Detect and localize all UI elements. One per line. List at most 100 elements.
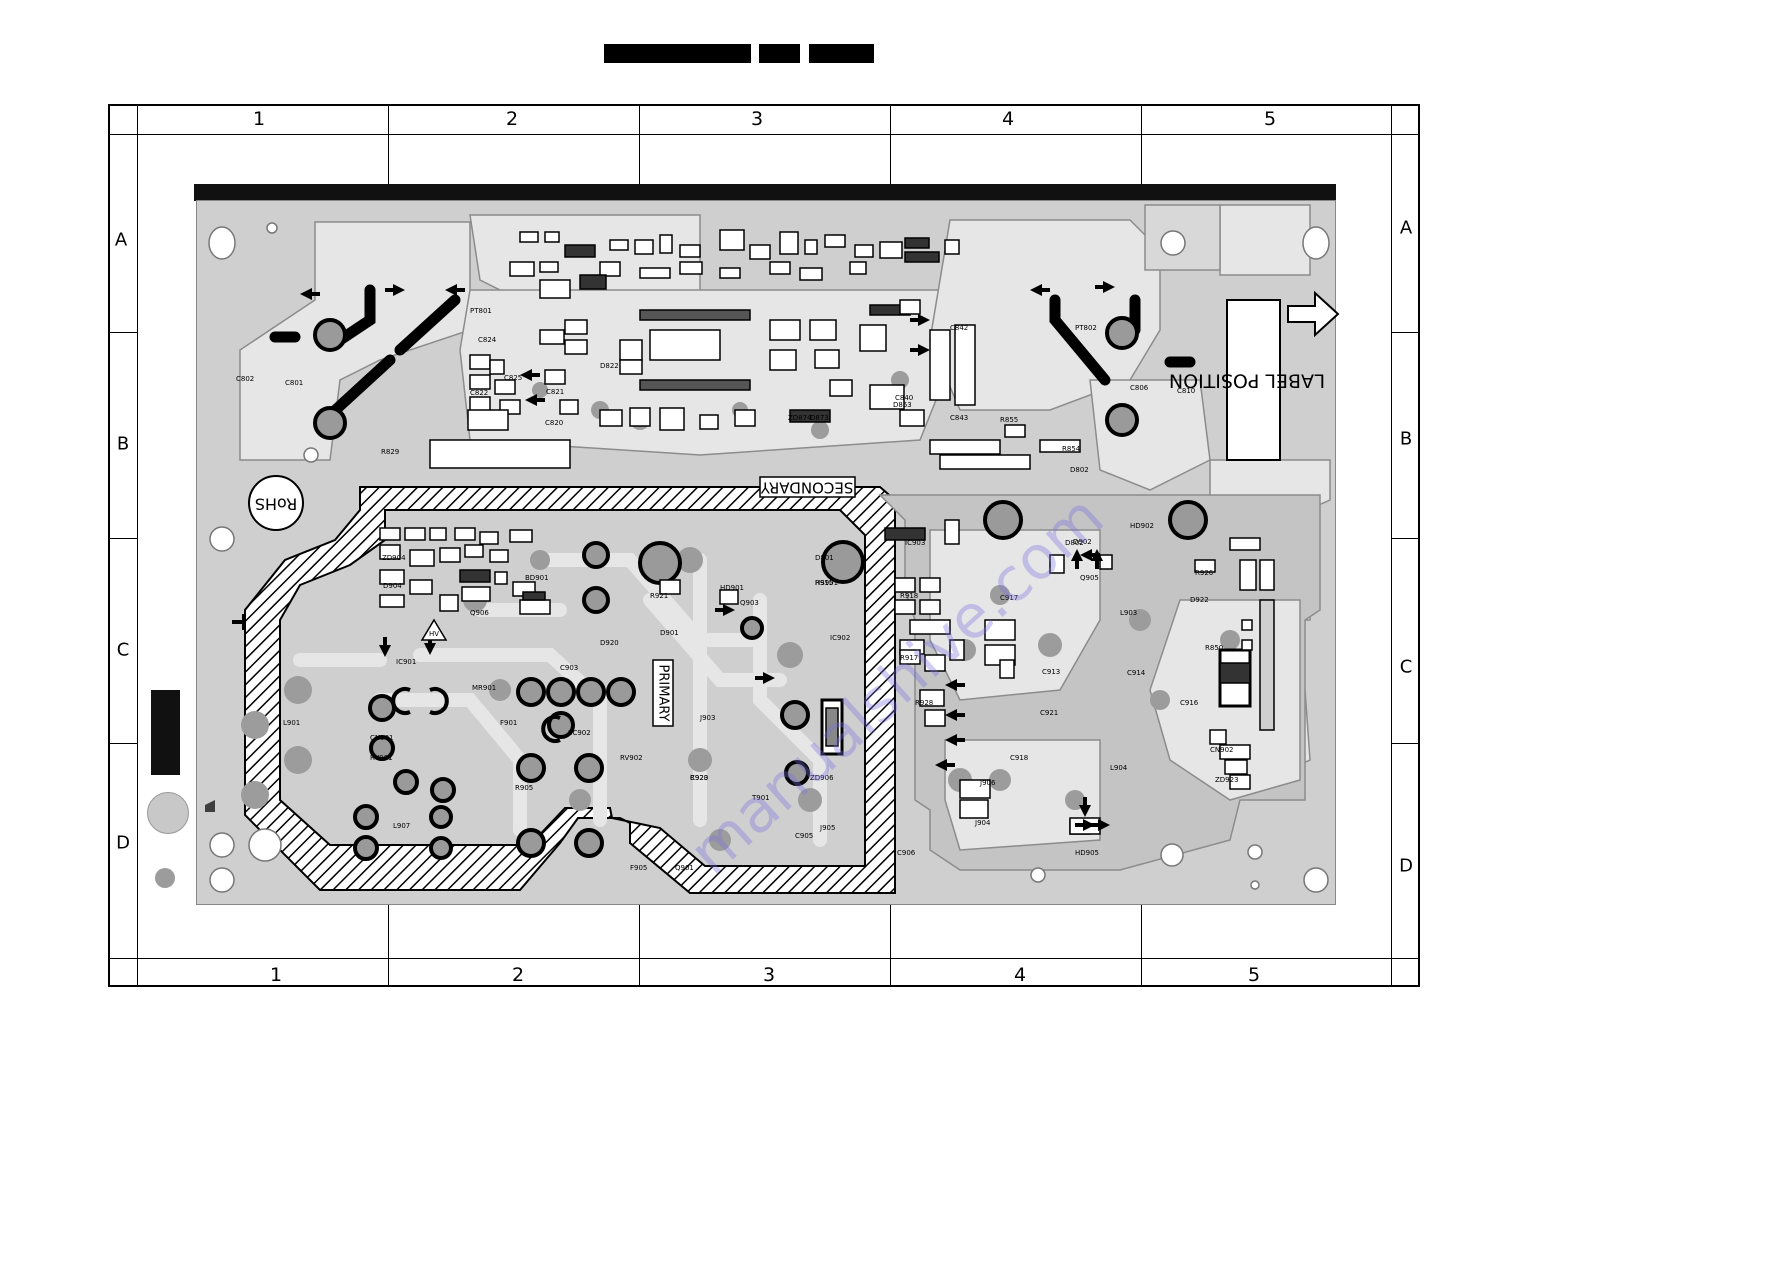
svg-text:Q903: Q903 — [740, 599, 759, 607]
svg-text:L904: L904 — [1110, 764, 1128, 772]
label-position-text: LABEL POSITION — [1169, 370, 1325, 392]
svg-text:R917: R917 — [900, 654, 918, 662]
svg-text:R915: R915 — [815, 579, 833, 587]
svg-text:HD902: HD902 — [1130, 522, 1154, 530]
col-label-top-2: 2 — [505, 108, 519, 130]
secondary-label: SECONDARY — [760, 479, 854, 497]
svg-text:J904: J904 — [974, 819, 991, 827]
side-marker-block — [151, 690, 180, 775]
svg-text:IC901: IC901 — [396, 658, 416, 666]
svg-text:IC903: IC903 — [905, 539, 925, 547]
primary-label: PRIMARY — [656, 665, 671, 722]
col-label-top-3: 3 — [750, 108, 764, 130]
component-labels: PT801 PT802 C802 C801 C806 C810 R829 C82… — [236, 307, 1239, 872]
grip-icon — [205, 800, 215, 812]
svg-text:C825: C825 — [504, 374, 522, 382]
svg-text:C906: C906 — [897, 849, 916, 857]
svg-text:C913: C913 — [1042, 668, 1060, 676]
hv-warning-icon — [420, 618, 448, 641]
svg-text:R918: R918 — [900, 592, 918, 600]
svg-text:CN902: CN902 — [1210, 746, 1234, 754]
svg-text:IC902: IC902 — [830, 634, 850, 642]
svg-text:D904: D904 — [383, 582, 402, 590]
board-top-strip — [194, 184, 1336, 201]
svg-text:Q901: Q901 — [675, 864, 694, 872]
svg-text:C801: C801 — [285, 379, 303, 387]
svg-text:C921: C921 — [1040, 709, 1058, 717]
row-label-left-C: C — [116, 639, 130, 661]
svg-text:ZD904: ZD904 — [382, 554, 406, 562]
svg-text:SC902: SC902 — [568, 729, 591, 737]
svg-text:C802: C802 — [236, 375, 254, 383]
svg-text:C806: C806 — [1130, 384, 1149, 392]
svg-text:MR901: MR901 — [472, 684, 496, 692]
svg-text:RV901: RV901 — [370, 754, 393, 762]
primary-isolation-barrier — [244, 486, 896, 894]
svg-text:RV902: RV902 — [620, 754, 643, 762]
header-block-3 — [809, 44, 874, 63]
svg-text:R905: R905 — [515, 784, 533, 792]
thick-traces — [269, 284, 1196, 421]
svg-text:C916: C916 — [1180, 699, 1199, 707]
col-label-bottom-2: 2 — [511, 964, 525, 986]
label-arrow-icon — [1287, 290, 1340, 338]
svg-text:D822: D822 — [600, 362, 619, 370]
fiducial-target-icon — [147, 792, 189, 834]
svg-text:F901: F901 — [500, 719, 517, 727]
rohs-badge — [248, 475, 304, 531]
rohs-text: RoHS — [255, 495, 297, 514]
header-block-2 — [759, 44, 800, 63]
svg-text:D902: D902 — [1073, 538, 1092, 546]
svg-text:J906: J906 — [979, 779, 996, 787]
svg-text:HS901: HS901 — [815, 579, 838, 587]
svg-text:C843: C843 — [950, 414, 968, 422]
row-label-right-B: B — [1399, 428, 1413, 450]
svg-text:PT801: PT801 — [470, 307, 492, 315]
svg-text:C840: C840 — [895, 394, 913, 402]
svg-text:T901: T901 — [751, 794, 770, 802]
svg-text:C822: C822 — [470, 389, 488, 397]
col-label-bottom-4: 4 — [1013, 964, 1027, 986]
svg-text:C810: C810 — [1177, 387, 1195, 395]
svg-text:D853: D853 — [893, 401, 912, 409]
row-label-left-B: B — [116, 433, 130, 455]
smd-components — [429, 229, 1081, 470]
svg-text:ZD874: ZD874 — [788, 414, 812, 422]
secondary-label-box — [759, 476, 856, 498]
svg-text:D920: D920 — [600, 639, 619, 647]
svg-text:R855: R855 — [1000, 416, 1018, 424]
row-label-right-D: D — [1399, 855, 1413, 877]
svg-text:R923: R923 — [690, 774, 708, 782]
svg-text:HD901: HD901 — [720, 584, 744, 592]
svg-text:C821: C821 — [546, 388, 564, 396]
svg-text:R829: R829 — [381, 448, 399, 456]
hv-text: HV — [429, 630, 439, 638]
primary-label-box — [652, 659, 674, 727]
col-label-bottom-1: 1 — [269, 964, 283, 986]
row-label-left-A: A — [114, 229, 128, 251]
svg-text:BD901: BD901 — [525, 574, 549, 582]
svg-text:R921: R921 — [650, 592, 668, 600]
svg-text:D802: D802 — [1070, 466, 1089, 474]
svg-text:L903: L903 — [1120, 609, 1137, 617]
svg-text:D873: D873 — [810, 414, 829, 422]
svg-text:C824: C824 — [478, 336, 497, 344]
header-block-1 — [604, 44, 751, 63]
smd-components-secondary — [820, 519, 1275, 835]
arrow-icons — [300, 281, 1115, 831]
mounting-holes — [208, 222, 1330, 893]
col-label-top-1: 1 — [252, 108, 266, 130]
svg-text:Q905: Q905 — [1080, 574, 1099, 582]
svg-text:D802: D802 — [1065, 539, 1084, 547]
svg-text:Q906: Q906 — [470, 609, 489, 617]
svg-text:C905: C905 — [795, 832, 813, 840]
svg-text:R850: R850 — [1205, 644, 1223, 652]
large-capacitors — [313, 316, 1208, 861]
col-label-top-5: 5 — [1263, 108, 1277, 130]
svg-text:L901: L901 — [283, 719, 300, 727]
svg-text:J905: J905 — [819, 824, 835, 832]
svg-text:F905: F905 — [630, 864, 647, 872]
svg-text:C820: C820 — [545, 419, 563, 427]
svg-text:J903: J903 — [699, 714, 715, 722]
